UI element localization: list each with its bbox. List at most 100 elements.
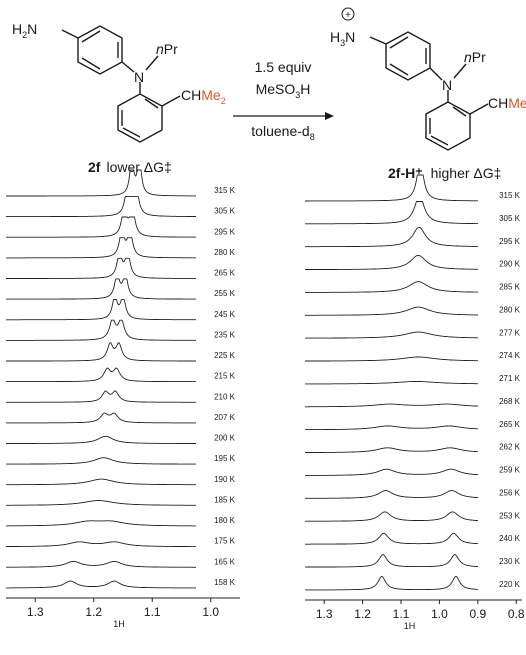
solvent-label: toluene-d8 <box>251 123 314 142</box>
spectrum-trace <box>6 299 196 321</box>
temperature-label: 259 K <box>499 466 521 475</box>
spectrum-trace <box>305 447 478 453</box>
temperature-label: 185 K <box>214 495 236 504</box>
temperature-label: 255 K <box>214 289 236 298</box>
spectrum-trace <box>6 580 196 589</box>
spectrum-trace <box>305 356 478 362</box>
positive-charge-icon <box>341 7 355 21</box>
spectrum-trace <box>6 520 196 527</box>
reagent-equiv: 1.5 equiv <box>255 59 312 75</box>
n-atom-label: N <box>134 69 144 85</box>
spectrum-trace <box>6 412 196 424</box>
spectrum-trace <box>305 425 478 431</box>
temperature-label: 165 K <box>214 557 236 566</box>
npr-label: nPr <box>156 41 178 57</box>
spectrum-trace <box>305 575 478 591</box>
temperature-label: 210 K <box>214 392 236 401</box>
temperature-label: 256 K <box>499 488 521 497</box>
temperature-label: 290 K <box>499 260 521 269</box>
aryl-ring-top <box>385 31 431 81</box>
x-axis-label: 1H <box>404 621 416 631</box>
ch-me2-label: CHMe2 <box>181 87 226 106</box>
reaction-arrow: 1.5 equiv MeSO3H toluene-d8 <box>233 59 334 142</box>
spectrum-trace <box>6 560 196 568</box>
temperature-label: 295 K <box>214 227 236 236</box>
spectrum-trace <box>305 226 478 248</box>
temperature-label: 265 K <box>214 269 236 278</box>
aryl-ring-bottom <box>117 93 163 143</box>
x-tick-label: 1.1 <box>144 605 161 619</box>
temperature-label: 280 K <box>499 305 521 314</box>
temperature-label: 315 K <box>499 191 521 200</box>
spectrum-trace <box>305 381 478 385</box>
temperature-label: 195 K <box>214 454 236 463</box>
x-axis-label: 1H <box>113 619 125 629</box>
temperature-label: 220 K <box>499 580 521 589</box>
spectrum-trace <box>6 390 196 403</box>
temperature-label: 262 K <box>499 443 521 452</box>
spectrum-trace <box>6 342 196 362</box>
x-tick-label: 1.0 <box>431 607 448 621</box>
temperature-label: 215 K <box>214 372 236 381</box>
temperature-label: 274 K <box>499 351 521 360</box>
npr-label: nPr <box>464 49 486 65</box>
spectrum-trace <box>6 478 196 486</box>
spectrum-trace <box>305 554 478 568</box>
amine-label: H2N <box>12 21 37 40</box>
temperature-label: 158 K <box>214 578 236 587</box>
spectrum-trace <box>305 306 478 316</box>
temperature-label: 265 K <box>499 420 521 429</box>
molecule-2f-h: + H3N N nPr CHMe2 2f-H⁺higher ΔG‡ <box>330 7 526 181</box>
aryl-ring-bottom <box>425 101 471 151</box>
spectrum-trace <box>6 216 196 238</box>
x-tick-label: 1.1 <box>393 607 410 621</box>
spectra-panel-left: 315 K 305 K 295 K 280 K 265 K 255 K 245 K 235 K… <box>6 169 240 629</box>
temperature-label: 190 K <box>214 475 236 484</box>
spectrum-trace <box>6 435 196 444</box>
temperature-label: 240 K <box>499 534 521 543</box>
spectrum-trace <box>305 254 478 270</box>
temperature-label: 285 K <box>499 283 521 292</box>
spectrum-trace <box>305 281 478 293</box>
spectrum-trace <box>305 511 478 522</box>
x-tick-label: 0.9 <box>469 607 486 621</box>
temperature-label: 315 K <box>214 186 236 195</box>
temperature-label: 207 K <box>214 413 236 422</box>
temperature-label: 235 K <box>214 330 236 339</box>
temperature-label: 305 K <box>214 207 236 216</box>
x-tick-label: 1.3 <box>316 607 333 621</box>
temperature-label: 280 K <box>214 248 236 257</box>
temperature-label: 230 K <box>499 557 521 566</box>
spectrum-trace <box>305 468 479 476</box>
spectrum-trace <box>6 278 196 300</box>
spectrum-trace <box>305 490 478 499</box>
spectrum-trace <box>6 457 196 465</box>
temperature-label: 175 K <box>214 537 236 546</box>
spectrum-trace <box>305 331 478 339</box>
spectrum-trace <box>305 403 478 408</box>
n-atom-label: N <box>442 77 452 93</box>
temperature-label: 225 K <box>214 351 236 360</box>
x-tick-label: 1.2 <box>85 605 102 619</box>
spectrum-trace <box>6 169 196 197</box>
temperature-label: 180 K <box>214 516 236 525</box>
temperature-label: 200 K <box>214 434 236 443</box>
ammonium-label: H3N <box>330 29 355 48</box>
x-tick-label: 1.2 <box>354 607 371 621</box>
spectrum-trace <box>6 319 196 341</box>
spectrum-trace <box>6 195 196 218</box>
spectrum-trace <box>305 174 478 202</box>
temperature-label: 305 K <box>499 214 521 223</box>
x-tick-label: 0.8 <box>508 607 525 621</box>
reagent-acid: MeSO3H <box>256 81 311 100</box>
ch-me2-label: CHMe2 <box>488 95 526 114</box>
temperature-label: 245 K <box>214 310 236 319</box>
aryl-ring-top <box>77 25 123 75</box>
spectrum-trace <box>6 500 196 506</box>
spectrum-trace <box>6 237 196 259</box>
spectrum-trace <box>6 257 196 279</box>
